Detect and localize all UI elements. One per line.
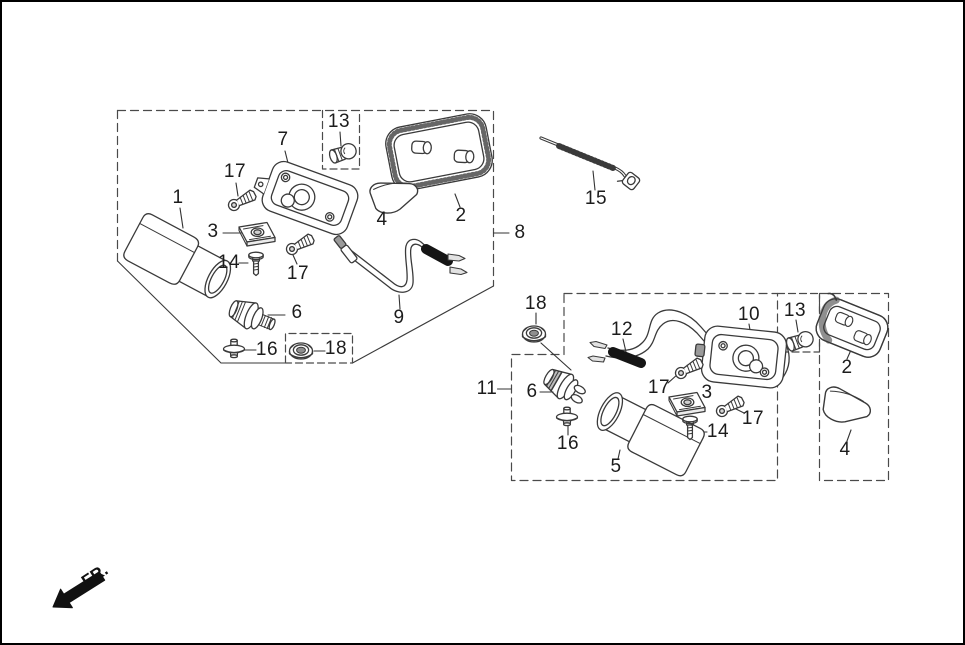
part-9-wire-harness (333, 235, 468, 293)
part-label-13-left: 13 (327, 111, 351, 132)
part-label-4-left: 4 (376, 209, 388, 230)
part-1-lamp-body (123, 213, 232, 299)
group-8-boundary (116, 109, 495, 364)
part-label-10: 10 (737, 304, 761, 325)
part-2-lens-right (815, 292, 889, 358)
part-label-4-right: 4 (839, 439, 851, 460)
part-label-3-right: 3 (701, 382, 713, 403)
part-2-lens-left (385, 113, 493, 191)
part-label-16-right: 16 (556, 433, 580, 454)
part-label-17-left-b: 17 (286, 263, 310, 284)
part-3-nut-plate-left (238, 221, 276, 247)
part-3-nut-plate-right (668, 391, 706, 417)
part-17-screw-left-b (283, 232, 317, 258)
part-label-12: 12 (610, 319, 634, 340)
part-label-1: 1 (172, 187, 184, 208)
part-label-2-left: 2 (455, 205, 467, 226)
part-16-grommet-left (222, 338, 246, 359)
fr-direction-arrow (52, 571, 106, 609)
part-4-lens-visor-right (819, 384, 875, 429)
part-label-17-right-a: 17 (647, 377, 671, 398)
part-label-18-right: 18 (524, 293, 548, 314)
part-5-lamp-body (596, 392, 705, 477)
part-18-box-left (284, 332, 354, 364)
part-label-16-left: 16 (255, 339, 279, 360)
part-13-bulb-right (784, 329, 816, 354)
part-label-9: 9 (393, 307, 405, 328)
part-12-wire-harness (587, 309, 709, 368)
part-label-3-left: 3 (207, 221, 219, 242)
group-label-11: 11 (476, 378, 498, 399)
part-18-nut-left (288, 342, 314, 360)
group-label-8: 8 (514, 222, 526, 243)
part-label-17-right-b: 17 (741, 408, 765, 429)
part-label-18-left: 18 (324, 338, 348, 359)
part-18-nut-right (521, 325, 547, 343)
part-7-housing (253, 160, 359, 236)
part-label-2-right: 2 (841, 357, 853, 378)
part-2-4-box-right (818, 292, 890, 482)
part-17-screw-right-b (713, 394, 747, 420)
part-10-housing (694, 325, 790, 389)
part-label-6-left: 6 (291, 302, 303, 323)
part-label-15: 15 (584, 188, 608, 209)
part-14-screw-left (248, 251, 264, 277)
part-label-14-right: 14 (706, 421, 730, 442)
part-label-6-right: 6 (526, 381, 538, 402)
part-6-socket-right (543, 368, 586, 404)
part-13-bulb-left (327, 141, 359, 166)
part-label-13-right: 13 (783, 300, 807, 321)
part-label-17-left-a: 17 (223, 161, 247, 182)
part-label-7: 7 (277, 129, 289, 150)
part-label-14-left: 14 (217, 252, 241, 273)
part-17-screw-left-a (225, 188, 259, 214)
part-16-grommet-right (555, 406, 579, 427)
part-17-screw-right-a (672, 356, 706, 382)
part-15-cable-strap (539, 136, 641, 191)
part-label-5: 5 (610, 456, 622, 477)
part-13-box-left (321, 109, 361, 170)
part-6-socket-left (228, 300, 276, 331)
